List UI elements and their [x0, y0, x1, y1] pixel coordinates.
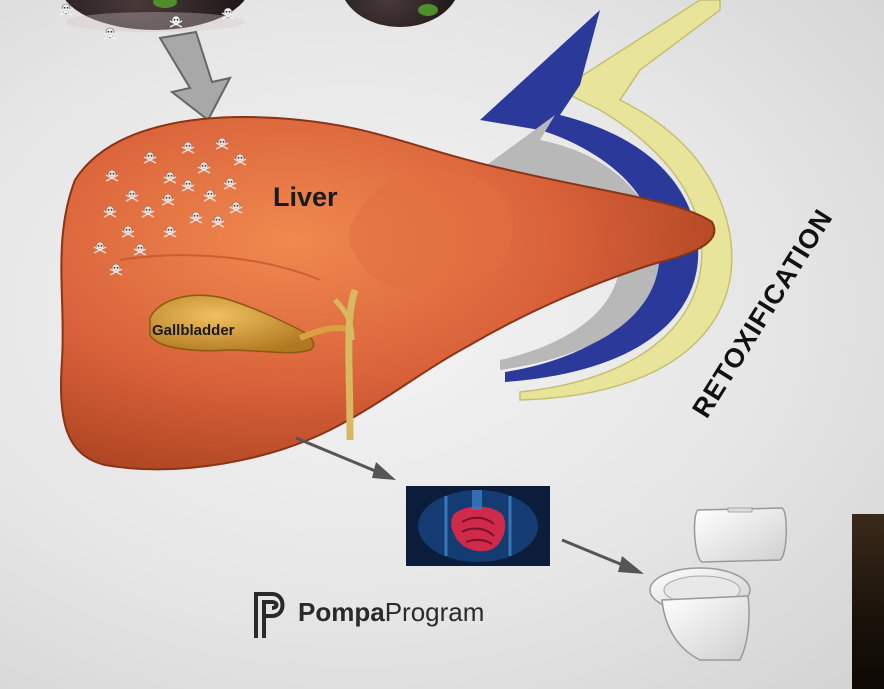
liver-label: Liver	[273, 182, 338, 212]
brand-logo: PompaProgram	[246, 584, 484, 640]
intestines-icon	[406, 486, 550, 566]
brand-name: PompaProgram	[298, 597, 484, 628]
pompa-logo-icon	[254, 592, 285, 638]
gallbladder	[149, 288, 359, 441]
liver	[60, 116, 716, 471]
brand-name-regular: Program	[384, 596, 485, 627]
flow-arrow-to-toilet	[561, 538, 644, 574]
toilet-icon	[649, 507, 787, 661]
toxin-sphere-right	[345, 0, 455, 27]
flow-arrow-to-intestine	[295, 436, 396, 480]
toxin-sphere-left	[65, 0, 245, 32]
brand-name-bold: Pompa	[298, 596, 385, 627]
toxin-inflow-arrow	[158, 30, 232, 122]
gallbladder-label: Gallbladder	[152, 322, 235, 339]
side-photo-edge	[852, 514, 884, 689]
